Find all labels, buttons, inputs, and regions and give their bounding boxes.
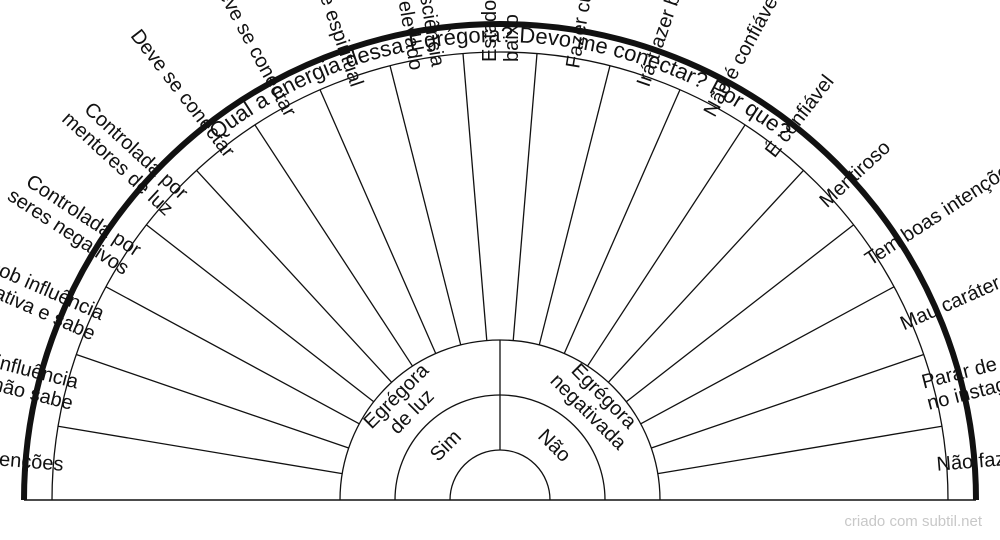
inner-ring-label: Não (533, 425, 575, 467)
credit-text: criado com subtil.net (844, 513, 982, 530)
outer-ring-label-line: Mentiroso (815, 137, 895, 213)
inner-ring-label-line: Sim (426, 426, 466, 466)
sector-divider (105, 286, 360, 425)
outer-ring-label-line: baixo (501, 14, 523, 62)
center-hole-arc (449, 449, 551, 501)
sector-divider (254, 124, 414, 367)
inner-ring-label: Sim (426, 426, 466, 466)
sector-divider (586, 124, 746, 367)
outer-ring-label: Estado de consciênciaelevado (372, 0, 448, 73)
chart-title: Qual a energia dessa Egrégora? Devo me c… (204, 22, 795, 144)
sector-divider (651, 353, 924, 449)
sector-divider (462, 53, 488, 341)
sector-divider (319, 89, 437, 354)
outer-ring-label: Parar de seguirno instagram (919, 338, 1000, 414)
sector-divider (625, 224, 854, 403)
middle-ring-label: Egrégorade luz (360, 359, 450, 449)
outer-ring-label: Mau caráter (897, 272, 1000, 335)
outer-ring-label: Está sob influêncianegativa e não sabe (0, 328, 81, 415)
outer-ring-label-line: Mau caráter (897, 272, 1000, 335)
sector-divider (58, 425, 343, 475)
sector-divider (512, 53, 538, 341)
sector-divider (538, 65, 611, 346)
sector-divider (196, 169, 393, 383)
sector-divider (607, 169, 804, 383)
outer-ring-label: Mentiroso (815, 137, 895, 213)
sector-divider (146, 224, 375, 403)
chart-lines (21, 21, 979, 501)
chart-title-path: Qual a energia dessa Egrégora? Devo me c… (204, 22, 795, 144)
inner-ring-label-line: Não (533, 425, 575, 467)
outer-border-arc (21, 21, 979, 501)
sector-divider (640, 286, 895, 425)
sector-divider (657, 425, 942, 475)
sector-divider (563, 89, 681, 354)
outer-ring-label-line: Estado de consciência (479, 0, 501, 62)
sector-divider (389, 65, 462, 346)
outer-ring-label: Estado de consciênciabaixo (479, 0, 523, 62)
sector-divider (76, 353, 349, 449)
